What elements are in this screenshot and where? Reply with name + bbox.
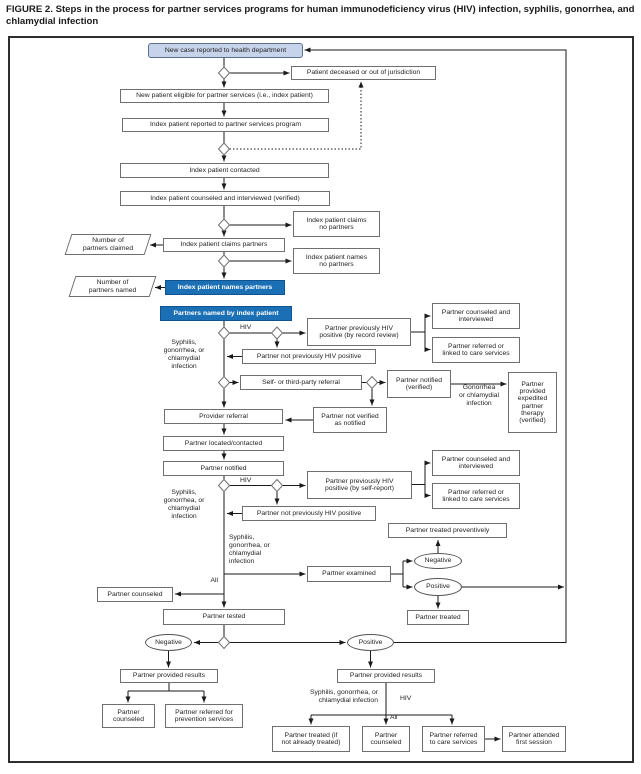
box-partner-referred-linked-2: Partner referred or linked to care servi… [432,483,520,509]
box-expedited-partner-therapy: Partner provided expedited partner thera… [508,372,557,433]
label-hiv-1: HIV [240,324,252,331]
box-attended-first-session: Partner attended first session [502,726,566,752]
box-not-verified-as-notified: Partner not verified as notified [313,407,387,433]
box-referred-prevention-services: Partner referred for prevention services [165,704,243,728]
box-partner-treated-if-needed: Partner treated (if not already treated) [272,726,350,752]
box-referred-to-care-services: Partner referred to care services [422,726,485,752]
box-partner-counseled-negative: Partner counseled [102,704,155,728]
label-hiv-2: HIV [240,477,252,484]
box-prev-hiv-positive-self-report: Partner previously HIV positive (by self… [307,471,412,499]
box-partners-named-by-index: Partners named by index patient [160,306,292,321]
box-not-prev-hiv-positive-2: Partner not previously HIV positive [242,506,376,521]
label-gonorrhea-chlamydial: Gonorrhea or chlamydial infection [458,384,500,408]
box-partner-notified: Partner notified [163,461,284,476]
label-hiv-3: HIV [400,695,412,702]
ellipse-positive-test: Positive [347,634,394,651]
label-syphilis-gc-2: Syphilis, gonorrhea, or chlamydial infec… [163,489,205,521]
box-prev-hiv-positive-record: Partner previously HIV positive (by reco… [307,318,411,346]
ellipse-positive-exam: Positive [414,578,462,596]
box-patient-deceased: Patient deceased or out of jurisdiction [291,66,436,80]
box-index-patient-reported: Index patient reported to partner servic… [122,118,329,132]
label-all-1: All [210,577,218,584]
box-partner-counseled-positive: Partner counseled [362,726,410,752]
box-self-third-party-referral: Self- or third-party referral [240,375,362,390]
box-provider-referral: Provider referral [164,409,283,424]
box-claims-partners: Index patient claims partners [163,238,285,252]
box-names-no-partners: Index patient names no partners [293,248,380,274]
box-new-case-reported: New case reported to health department [148,43,303,58]
label-syphilis-gc-3: Syphilis, gonorrhea, or chlamydial infec… [229,534,270,566]
ellipse-negative-exam: Negative [414,553,462,569]
box-provided-results-positive: Partner provided results [337,669,435,683]
box-claims-no-partners: Index patient claims no partners [293,211,380,237]
box-not-prev-hiv-positive-1: Partner not previously HIV positive [242,349,376,364]
box-partner-tested: Partner tested [163,609,285,625]
box-partner-counseled-interviewed-1: Partner counseled and interviewed [432,303,520,329]
box-index-patient-contacted: Index patient contacted [120,163,329,178]
box-new-patient-eligible: New patient eligible for partner service… [120,89,329,103]
box-partner-counseled-all: Partner counseled [97,587,173,602]
io-number-partners-claimed: Number of partners claimed [68,234,148,255]
box-partner-examined: Partner examined [307,566,391,582]
box-index-patient-counseled-interviewed: Index patient counseled and interviewed … [120,191,330,206]
label-all-2: All [390,714,398,721]
box-provided-results-negative: Partner provided results [120,669,218,683]
box-partner-referred-linked-1: Partner referred or linked to care servi… [432,337,520,363]
box-partner-treated: Partner treated [407,610,469,625]
label-syphilis-gc-1: Syphilis, gonorrhea, or chlamydial infec… [163,339,205,371]
label-syphilis-gc-4: Syphilis, gonorrhea, or chlamydial infec… [309,689,378,705]
io-number-partners-named: Number of partners named [72,276,153,297]
ellipse-negative-test: Negative [145,634,192,651]
box-names-partners: Index patient names partners [165,280,285,295]
box-partner-notified-verified: Partner notified (verified) [387,370,451,398]
figure-title: FIGURE 2. Steps in the process for partn… [6,4,635,27]
box-partner-located-contacted: Partner located/contacted [163,436,284,451]
box-partner-counseled-interviewed-2: Partner counseled and interviewed [432,450,520,476]
box-partner-treated-preventively: Partner treated preventively [388,523,507,538]
